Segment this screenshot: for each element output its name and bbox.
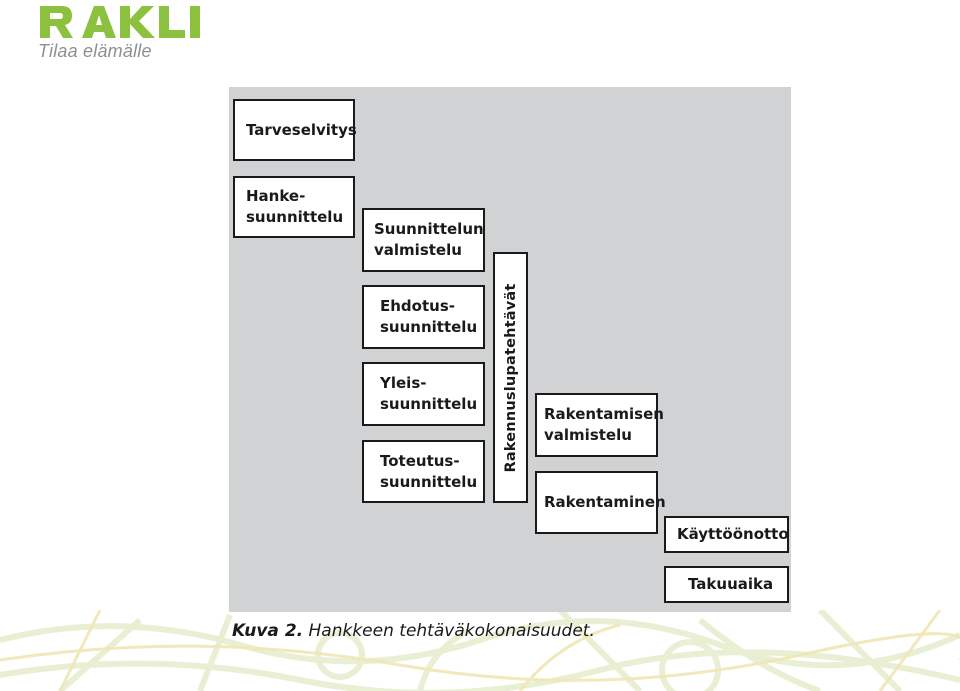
box-label: Rakentamisen valmistelu [544, 405, 664, 444]
box-rakentamisen-valmistelu: Rakentamisen valmistelu [535, 393, 664, 457]
caption-label: Kuva 2. [232, 621, 304, 641]
caption-text: Hankkeen tehtäväkokonaisuudet. [303, 621, 595, 641]
box-suunnittelun-valmistelu: Suunnittelun valmistelu [362, 208, 485, 272]
box-label: Rakennuslupatehtävät [502, 282, 519, 473]
box-toteutussuunnittelu: Toteutus- suunnittelu [362, 440, 485, 503]
box-label: Takuuaika [688, 575, 774, 593]
box-label: Rakentaminen [544, 493, 666, 511]
box-label: Hanke- suunnittelu [246, 187, 344, 226]
box-label: Tarveselvitys [246, 120, 357, 139]
logo-tagline: Tilaa elämälle [38, 41, 152, 61]
decorative-background-pattern [0, 610, 960, 691]
box-label: Yleis- suunnittelu [380, 374, 478, 413]
box-ehdotussuunnittelu: Ehdotus- suunnittelu [362, 285, 485, 349]
box-hankesuunnittelu: Hanke- suunnittelu [233, 176, 355, 238]
box-takuuaika: Takuuaika [664, 566, 789, 603]
box-tarveselvitys: Tarveselvitys [233, 99, 357, 161]
rakli-logo: RAKLI [38, 2, 238, 66]
rakli-logo-mark [40, 6, 200, 38]
box-label: Toteutus- suunnittelu [380, 451, 478, 491]
box-kayttoonotto: Käyttöönotto [664, 516, 789, 553]
box-label: Ehdotus- suunnittelu [380, 297, 478, 336]
box-label: Käyttöönotto [677, 525, 789, 543]
box-rakennuslupatehtavat: Rakennuslupatehtävät [493, 252, 528, 503]
box-rakentaminen: Rakentaminen [535, 471, 666, 534]
project-task-diagram: Tarveselvitys Hanke- suunnittelu Suunnit… [229, 87, 791, 612]
box-label: Suunnittelun valmistelu [374, 220, 484, 259]
box-yleissuunnittelu: Yleis- suunnittelu [362, 362, 485, 426]
figure-caption: Kuva 2. Hankkeen tehtäväkokonaisuudet. [232, 621, 595, 641]
